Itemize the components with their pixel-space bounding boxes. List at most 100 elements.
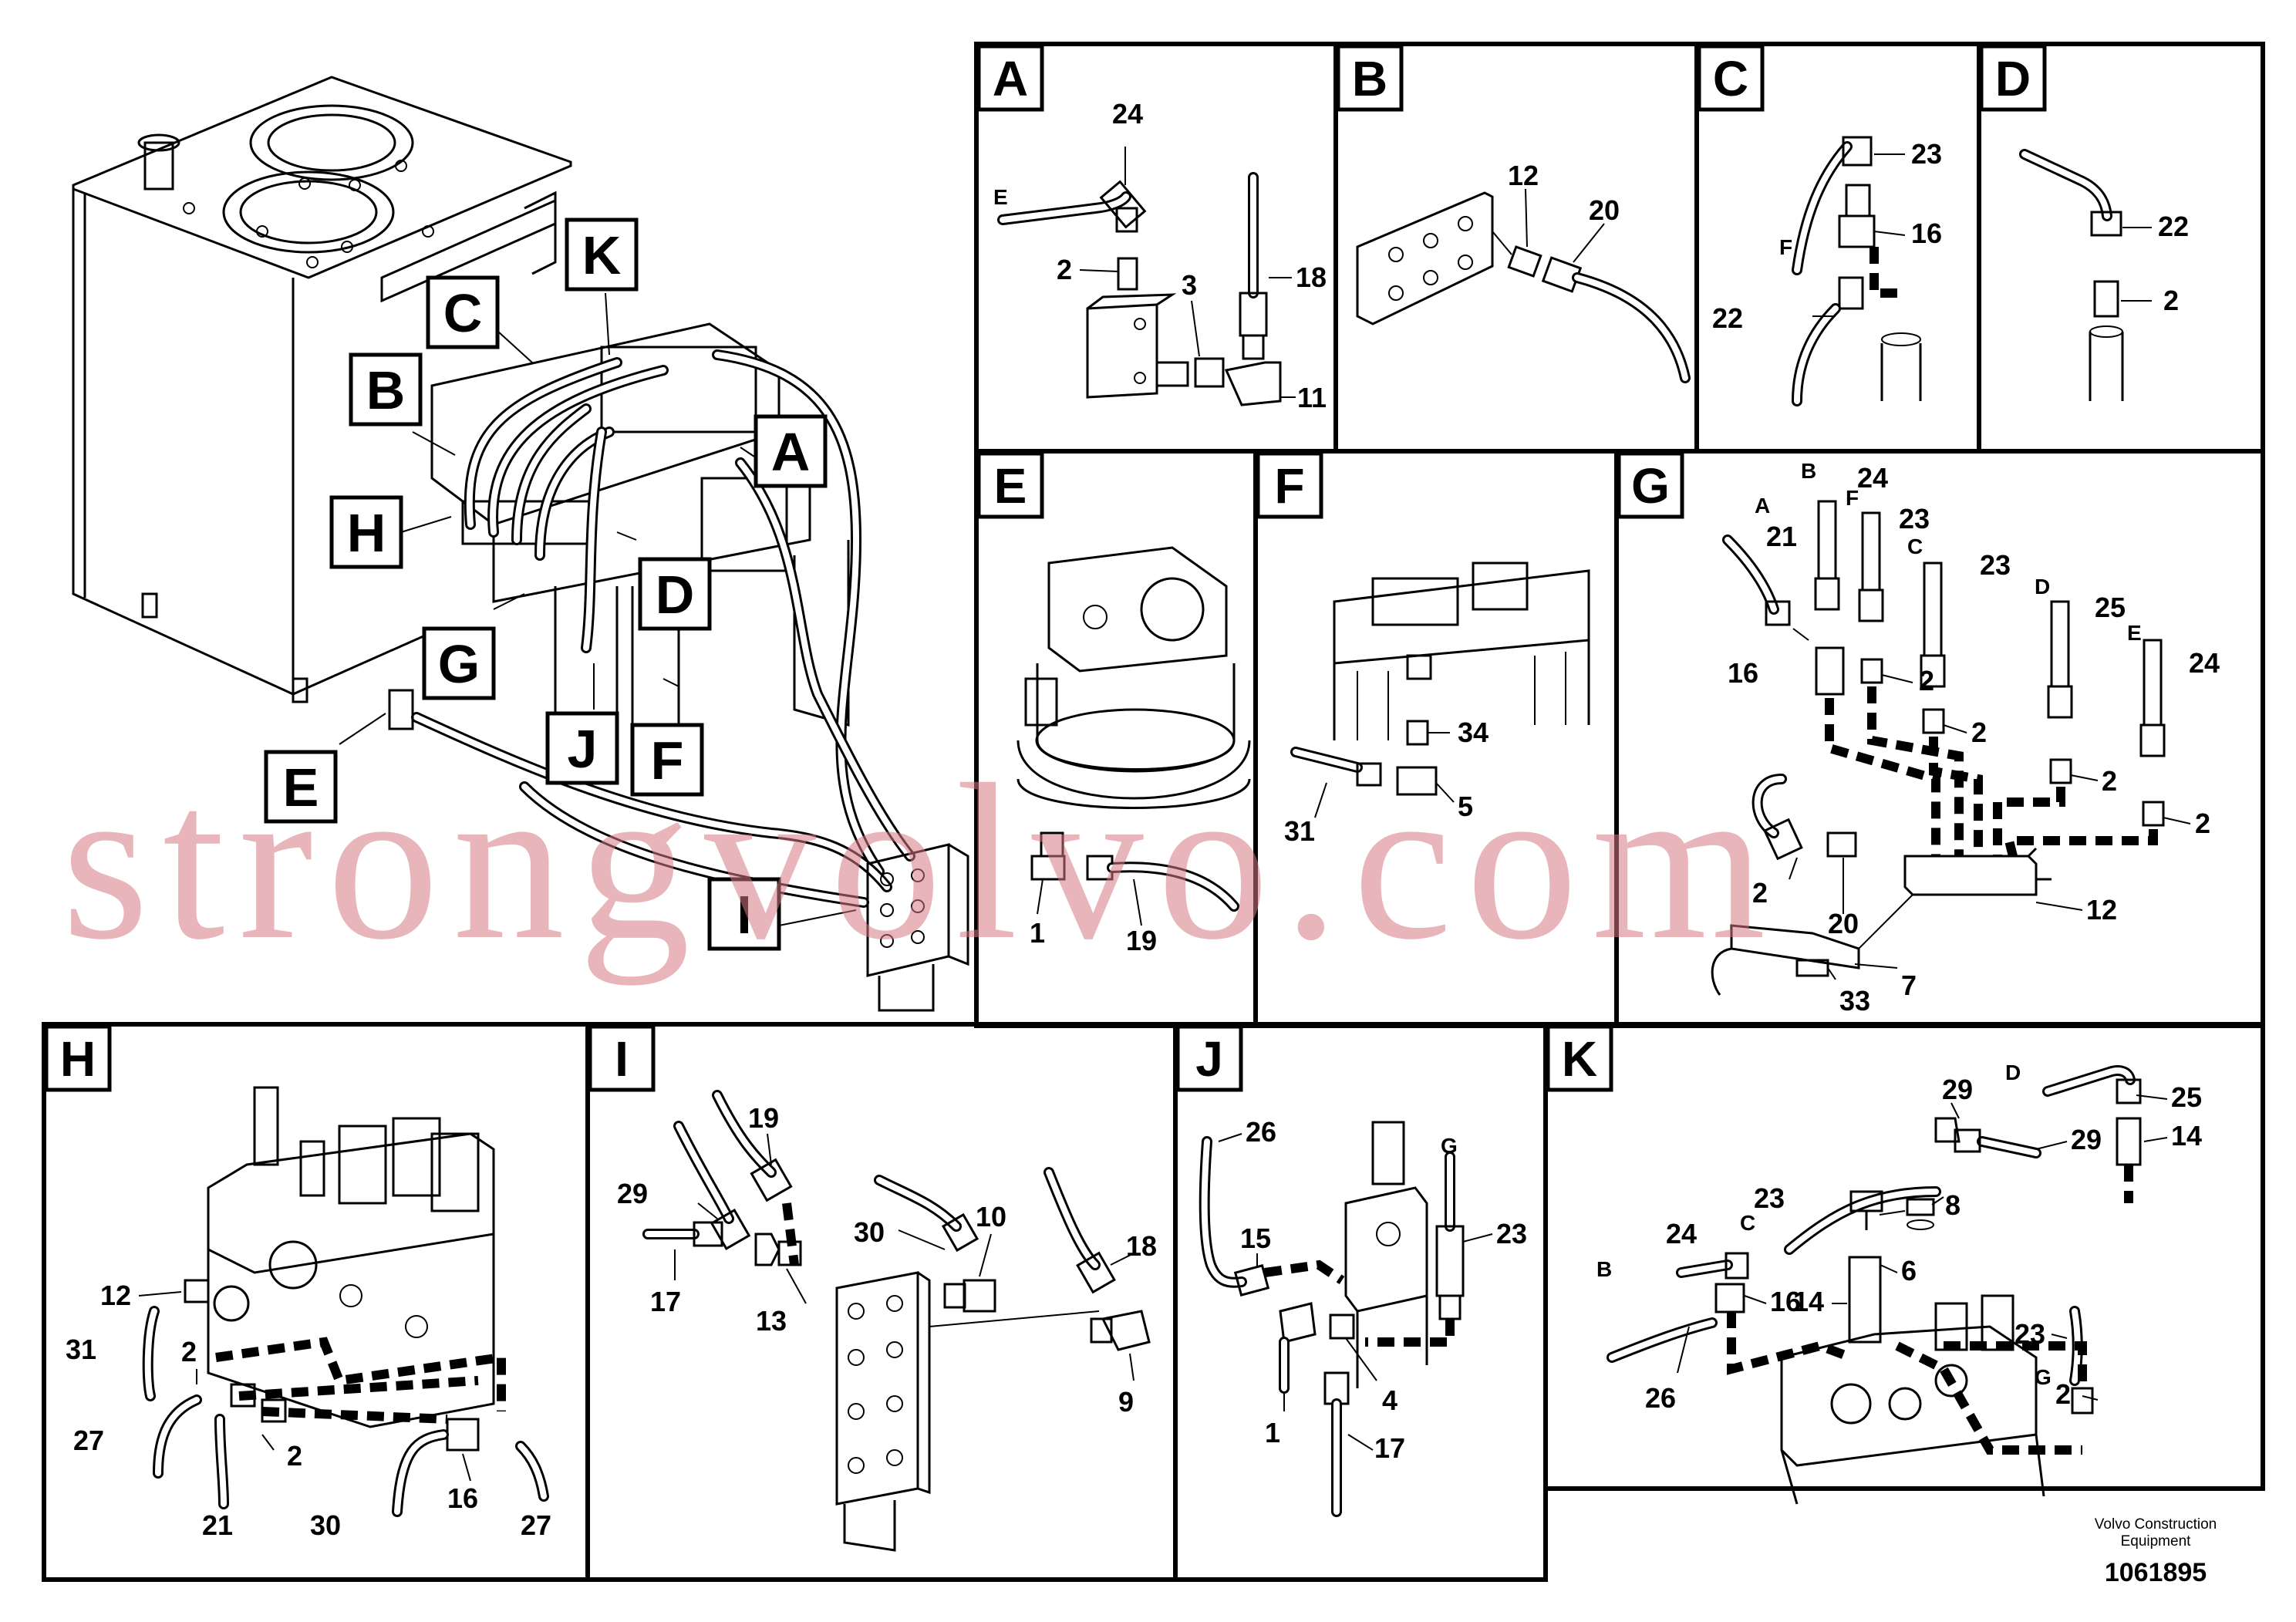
callout-H[interactable]: H [329,495,403,569]
panel-H[interactable]: H 12 31 2 27 21 [44,1024,551,1541]
svg-text:23: 23 [1754,1182,1785,1214]
svg-text:22: 22 [1712,302,1743,334]
svg-text:2: 2 [1752,877,1768,909]
panel-G[interactable]: G [1617,451,2220,1017]
svg-text:C: C [1907,534,1923,558]
svg-text:12: 12 [100,1280,131,1311]
svg-text:25: 25 [2095,592,2126,623]
callout-A[interactable]: A [754,414,828,488]
svg-text:K: K [582,225,622,285]
svg-text:23: 23 [2014,1318,2045,1350]
panel-C[interactable]: C F 23 16 22 [1697,44,1942,406]
svg-text:D: D [1995,51,2031,106]
svg-text:19: 19 [748,1102,779,1134]
svg-text:16: 16 [1728,657,1758,689]
watermark-text: strongvolvo.com [62,738,1779,986]
svg-text:5: 5 [1458,791,1473,822]
svg-text:A: A [1755,494,1770,518]
panel-A[interactable]: A E 24 2 3 18 11 [976,44,1327,413]
svg-text:27: 27 [73,1425,104,1456]
svg-text:16: 16 [1770,1286,1801,1317]
svg-text:H: H [347,503,386,563]
panel-K[interactable]: K [1546,1024,2202,1505]
svg-text:29: 29 [2071,1124,2102,1155]
svg-text:B: B [366,360,406,420]
panel-J[interactable]: J G 26 15 23 1 4 17 [1175,1024,1527,1517]
callout-B[interactable]: B [349,352,423,427]
callout-J[interactable]: J [545,711,619,785]
svg-text:2: 2 [181,1336,197,1367]
callout-D[interactable]: D [638,557,712,631]
svg-text:13: 13 [756,1305,787,1337]
svg-text:29: 29 [1942,1074,1973,1105]
panel-D[interactable]: D 22 2 [1979,44,2189,401]
svg-text:2: 2 [1057,254,1072,285]
callout-G[interactable]: G [422,626,496,700]
footer-company-line1: Volvo Construction [2095,1516,2217,1533]
svg-text:20: 20 [1828,908,1859,939]
svg-text:F: F [651,730,684,791]
svg-text:2: 2 [287,1440,302,1472]
panel-F[interactable]: F 34 5 31 [1256,451,1590,847]
svg-text:16: 16 [1911,218,1942,249]
svg-text:C: C [443,283,483,343]
svg-text:31: 31 [66,1334,96,1365]
callout-E[interactable]: E [264,750,338,824]
svg-text:19: 19 [1126,925,1157,956]
svg-text:I: I [615,1031,629,1087]
panel-E[interactable]: E 1 19 [976,451,1251,956]
panel-B[interactable]: B 12 20 [1336,44,1691,383]
callout-I[interactable]: I [707,877,781,951]
svg-text:21: 21 [1766,521,1797,552]
svg-text:30: 30 [854,1216,885,1248]
top-panel-grid [974,42,2265,1028]
svg-text:B: B [1352,51,1387,106]
svg-text:A: A [771,422,811,482]
svg-text:22: 22 [2158,211,2189,242]
svg-text:F: F [1846,486,1859,510]
svg-text:H: H [60,1031,96,1087]
svg-text:24: 24 [1112,98,1143,130]
svg-text:23: 23 [1980,549,2011,581]
svg-text:23: 23 [1911,138,1942,170]
svg-text:12: 12 [1508,160,1539,191]
svg-text:23: 23 [1899,503,1930,534]
svg-text:34: 34 [1458,717,1489,748]
svg-text:18: 18 [1126,1230,1157,1262]
svg-text:21: 21 [202,1509,233,1541]
svg-text:25: 25 [2171,1081,2202,1113]
svg-text:29: 29 [617,1178,648,1209]
svg-text:1: 1 [1030,917,1045,949]
svg-text:E: E [994,458,1027,514]
svg-text:G: G [2035,1365,2052,1389]
svg-text:14: 14 [1793,1286,1824,1317]
svg-text:9: 9 [1118,1386,1134,1418]
svg-text:2: 2 [1971,717,1987,748]
svg-text:D: D [2005,1061,2021,1084]
svg-text:2: 2 [1919,665,1934,696]
svg-text:8: 8 [1945,1189,1961,1221]
svg-text:2: 2 [2055,1378,2071,1410]
svg-text:7: 7 [1901,969,1917,1001]
svg-text:D: D [2035,575,2050,599]
svg-text:17: 17 [650,1286,681,1317]
svg-text:2: 2 [2102,765,2117,797]
svg-text:G: G [438,634,480,694]
svg-text:D: D [656,565,695,625]
svg-text:20: 20 [1589,194,1620,226]
svg-text:10: 10 [976,1201,1006,1233]
callout-F[interactable]: F [630,723,704,797]
svg-text:B: B [1596,1257,1612,1281]
svg-text:33: 33 [1839,985,1870,1017]
footer-part-number: 1061895 [2105,1558,2207,1587]
svg-text:18: 18 [1296,261,1327,293]
callout-K[interactable]: K [565,218,639,292]
panel-I[interactable]: I [588,1024,1157,1552]
overview-illustration: A B C D E F G H [72,76,969,1012]
svg-text:G: G [1631,458,1670,514]
svg-text:J: J [568,719,598,779]
callout-C[interactable]: C [426,275,500,349]
svg-text:17: 17 [1374,1432,1405,1464]
svg-text:12: 12 [2086,894,2117,926]
